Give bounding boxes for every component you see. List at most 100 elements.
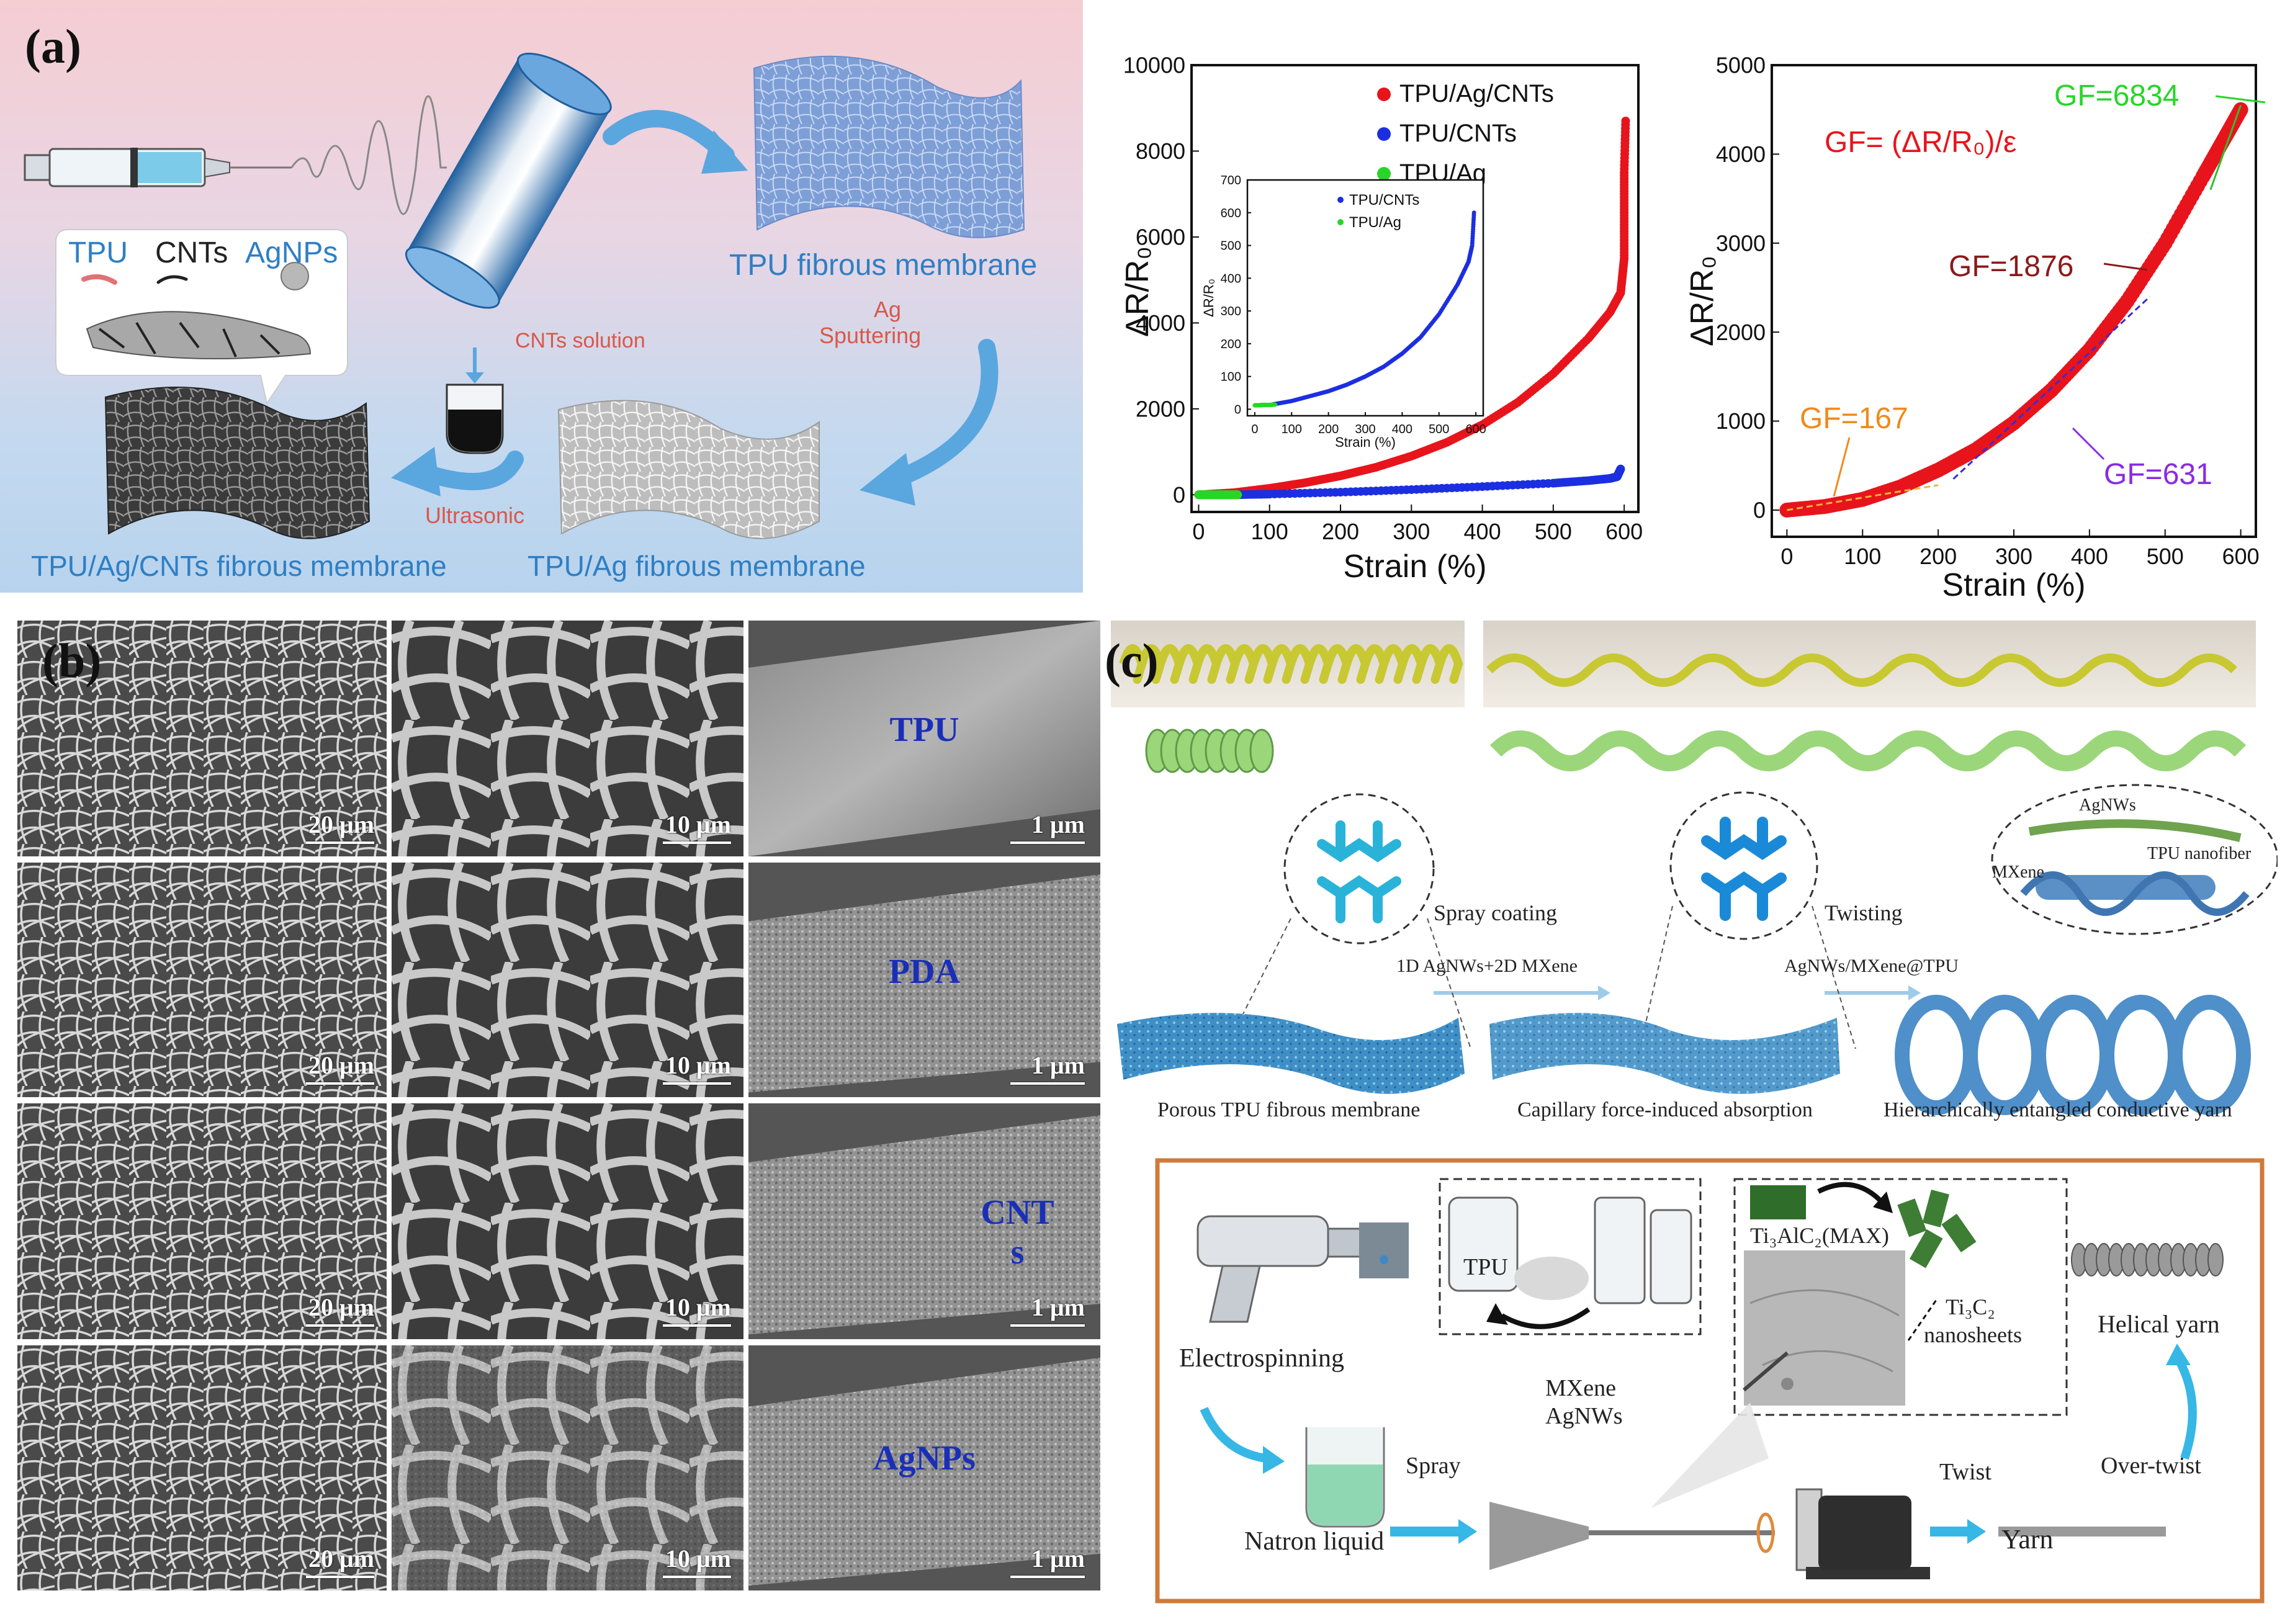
- sem-image-cnts-1: 20 μm: [17, 1103, 387, 1339]
- scale-bar: [663, 841, 731, 844]
- tpu-membrane-image: [753, 55, 1025, 238]
- x-tick-label: 400: [1392, 423, 1412, 436]
- solvent-bottle-icon: [1594, 1196, 1646, 1304]
- tpu-fiber-icon: [81, 274, 117, 285]
- y-tick-label: 5000: [1716, 53, 1766, 78]
- scale-bar-label: 20 μm: [308, 1293, 374, 1321]
- tem-image: [1744, 1250, 1905, 1406]
- zoom-mxene-label: MXene: [1992, 863, 2044, 882]
- data-point: [1233, 490, 1242, 500]
- material-label: AgNPs: [748, 1438, 1100, 1478]
- scale-bar-label: 10 μm: [665, 1293, 731, 1321]
- tpu-ag-membrane-image: [557, 400, 820, 539]
- sem-image-agnps-3: 1 μm AgNPs: [748, 1345, 1100, 1590]
- x-tick-label: 0: [1192, 519, 1205, 544]
- legend-label: TPU/Ag/CNTs: [1399, 80, 1554, 107]
- x-tick-label: 500: [1429, 423, 1449, 436]
- scale-bar: [663, 1082, 731, 1085]
- over-twist-label: Over-twist: [2101, 1453, 2201, 1479]
- gf-arrow: [2103, 262, 2148, 271]
- scale-bar-label: 10 μm: [665, 810, 731, 838]
- x-tick-label: 600: [2222, 544, 2260, 569]
- scale-bar-label: 1 μm: [1031, 1545, 1085, 1572]
- scale-bar-label: 20 μm: [308, 1051, 374, 1079]
- panel-c: (c) Spray coating 1D AgNWs+2D MXene Twis…: [1105, 621, 2278, 1613]
- coated-membrane-image: [1489, 1013, 1840, 1094]
- x-tick-label: 200: [1920, 544, 1957, 569]
- x-tick-label: 500: [2147, 544, 2184, 569]
- helical-yarn-label: Helical yarn: [2098, 1310, 2220, 1338]
- material-label: TPU: [748, 710, 1100, 750]
- panel-c-label: (c): [1105, 634, 1159, 688]
- y-axis-label: ΔR/R₀: [1120, 246, 1156, 337]
- yarn-label: Yarn: [2001, 1524, 2054, 1554]
- sem-image-pda-2: 10 μm: [392, 863, 743, 1097]
- stretched-spring-icon: [1489, 730, 2247, 771]
- y-tick-label: 3000: [1716, 230, 1766, 256]
- fit-line: [2209, 105, 2242, 191]
- natron-beaker-icon: [1305, 1427, 1385, 1528]
- y-tick-label: 8000: [1136, 138, 1185, 164]
- natron-liquid-label: Natron liquid: [1244, 1527, 1385, 1556]
- material-name: PDA: [888, 952, 961, 991]
- legend-agnps-label: AgNPs: [245, 236, 338, 269]
- y-tick-label: 2000: [1716, 320, 1766, 345]
- ultrasonic-label: Ultrasonic: [425, 503, 525, 528]
- x-tick-label: 400: [2071, 544, 2108, 569]
- panel-c-illustration: [1111, 621, 2278, 1604]
- cnts-solution-label: CNTs solution: [515, 329, 645, 352]
- legend-cnts-label: CNTs: [155, 236, 228, 269]
- scale-bar: [1010, 1082, 1085, 1085]
- y-tick-label: 10000: [1123, 53, 1185, 78]
- ag-sputtering-label-1: Ag: [873, 297, 902, 322]
- sem-image-tpu-3: 1 μm TPU: [748, 621, 1100, 856]
- scale-bar-label: 1 μm: [1031, 1293, 1085, 1321]
- mxene-spray-label: MXene: [1545, 1375, 1616, 1401]
- scale-bar-label: 1 μm: [1031, 810, 1085, 838]
- x-tick-label: 200: [1322, 519, 1359, 544]
- x-tick-label: 300: [1995, 544, 2032, 569]
- agnws-mxene-tpu-label: AgNWs/MXene@TPU: [1784, 956, 1959, 976]
- sem-image-agnps-2: 10 μm: [392, 1345, 743, 1590]
- x-tick-label: 100: [1251, 519, 1288, 544]
- y-tick-label: 0: [1173, 482, 1185, 508]
- y-tick-label: 6000: [1136, 225, 1185, 250]
- max-phase-icon: [1750, 1185, 1806, 1219]
- beaker-icon: [446, 348, 504, 454]
- collector-rod-icon: [1795, 1488, 1823, 1571]
- electrospinning-label: Electrospinning: [1179, 1344, 1344, 1373]
- y-tick-label: 0: [1753, 498, 1766, 523]
- gf-annotation: GF=1876: [1949, 250, 2073, 283]
- coiled-spring-icon: [1145, 729, 1274, 773]
- gf-annotation: GF=631: [2104, 458, 2212, 491]
- capillary-label: Capillary force-induced absorption: [1517, 1098, 1813, 1121]
- scale-bar: [1010, 1324, 1085, 1327]
- fit-line: [1952, 295, 2151, 480]
- scale-bar-label: 20 μm: [308, 810, 374, 838]
- y-tick-label: 4000: [1716, 141, 1766, 167]
- spray-label: Spray: [1406, 1453, 1461, 1479]
- material-name-suffix: s: [1010, 1233, 1025, 1272]
- y-tick-label: 600: [1221, 207, 1241, 220]
- y-tick-label: 100: [1221, 370, 1241, 384]
- tpu-pellets-icon: [1514, 1257, 1589, 1300]
- data-point: [1616, 464, 1625, 473]
- x-tick-label: 300: [1393, 519, 1430, 544]
- sem-image-pda-1: 20 μm: [17, 863, 387, 1097]
- y-tick-label: 200: [1221, 338, 1241, 351]
- helical-yarn-icon: [2071, 1243, 2224, 1276]
- ag-sputtering-label-2: Sputtering: [819, 323, 922, 348]
- legend-marker: [1377, 127, 1391, 141]
- agnws-mxene-label: 1D AgNWs+2D MXene: [1396, 956, 1578, 976]
- y-tick-label: 500: [1221, 240, 1241, 253]
- porous-tpu-label: Porous TPU fibrous membrane: [1157, 1098, 1421, 1121]
- collector-cylinder-icon: [405, 52, 612, 309]
- scale-bar: [1010, 841, 1085, 844]
- panel-a-illustration: [24, 52, 1025, 539]
- y-tick-label: 2000: [1136, 396, 1185, 421]
- y-tick-label: 300: [1221, 305, 1241, 318]
- material-name: AgNPs: [873, 1439, 976, 1478]
- legend-label: TPU/CNTs: [1399, 120, 1517, 147]
- gf-annotation: GF=167: [1800, 402, 1908, 435]
